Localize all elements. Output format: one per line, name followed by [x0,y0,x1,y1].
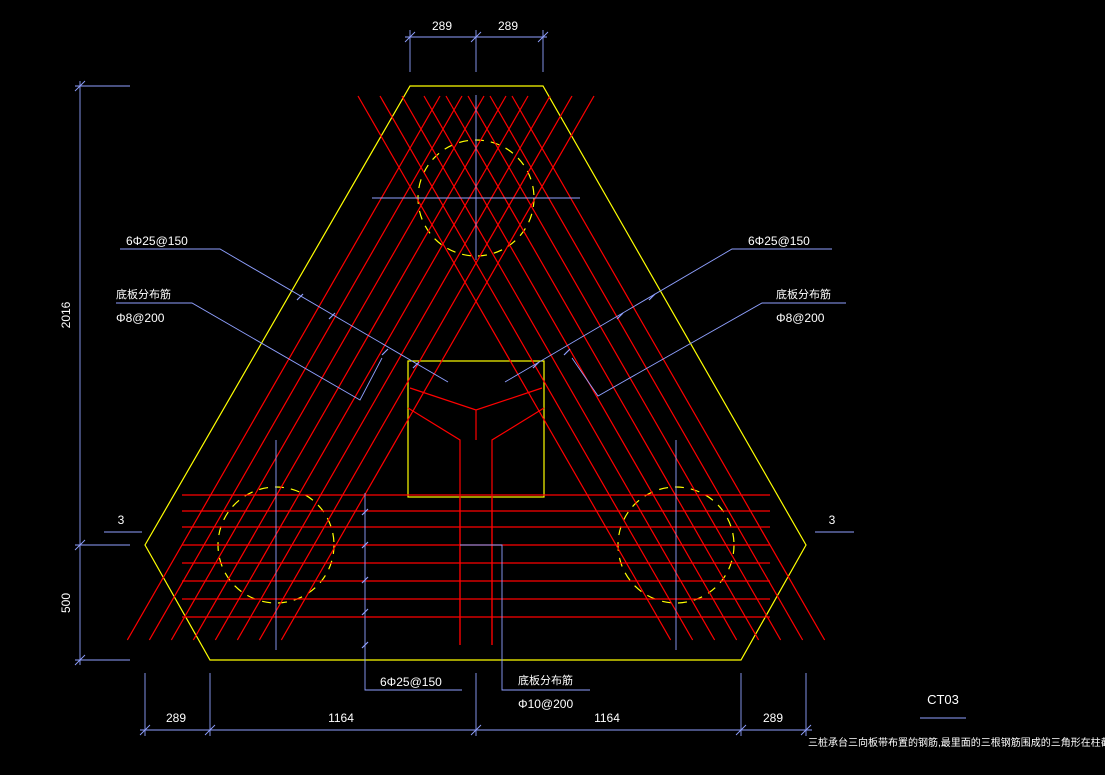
dist-title-right: 底板分布筋 [776,287,831,301]
rebar-diagonal-left [170,95,485,641]
rebar-diagonal-left [148,95,463,641]
dim-bottom-3: 1164 [594,711,620,725]
dim-top-right: 289 [498,19,518,33]
dim-top-left: 289 [432,19,452,33]
main-rebar-bottom-label: 6Φ25@150 [380,675,442,689]
pile-cap-outline [144,85,807,661]
leader-tick [361,608,369,616]
leader-tick [361,508,369,516]
section-mark-left: 3 [118,513,125,527]
dist-spec-bottom: Φ10@200 [518,697,573,711]
leader-tick [532,361,540,369]
dist-spec-right: Φ8@200 [776,311,825,325]
leader-tick [616,312,624,320]
dim-left-lower: 500 [59,593,73,613]
leader-tick [361,576,369,584]
section-mark-right: 3 [829,513,836,527]
leader-tick [361,641,369,649]
dim-bottom-4: 289 [763,711,783,725]
leader-tick [296,293,304,301]
rebar-diagonal-left [214,95,529,641]
rebar-diagonal-right [445,95,760,641]
centerlines [275,95,677,650]
drawing-title: CT03 [927,692,959,707]
rebar-diagonal-left [258,95,573,641]
leader-lines [116,248,846,691]
rebar-diagonal-right [423,95,738,641]
main-rebar-left-label: 6Φ25@150 [126,234,188,248]
rebar-diagonal-left [192,95,507,641]
column-bent-bars [407,387,545,645]
dimension-lines [74,30,966,736]
rebar-diagonal-left [236,95,551,641]
drawing-note: 三桩承台三向板带布置的钢筋,最里面的三根钢筋围成的三角形在柱截面范围之内 [808,736,1105,749]
dim-bottom-1: 289 [166,711,186,725]
rebar-layer [126,95,826,645]
leader-tick [381,348,389,356]
main-rebar-right-label: 6Φ25@150 [748,234,810,248]
rebar-diagonal-left [280,95,595,641]
leader-tick [361,541,369,549]
dist-spec-left: Φ8@200 [116,311,165,325]
leader-tick [648,293,656,301]
dim-left-upper: 2016 [59,301,73,328]
rebar-diagonal-right [511,95,826,641]
leader-tick [563,348,571,356]
dist-title-bottom: 底板分布筋 [518,673,573,687]
dim-bottom-2: 1164 [328,711,354,725]
leader-tick [412,361,420,369]
leader-tick [328,312,336,320]
rebar-diagonal-left [126,95,441,641]
leader-ticks [296,293,656,649]
column-outline [407,360,545,498]
dist-title-left: 底板分布筋 [116,287,171,301]
